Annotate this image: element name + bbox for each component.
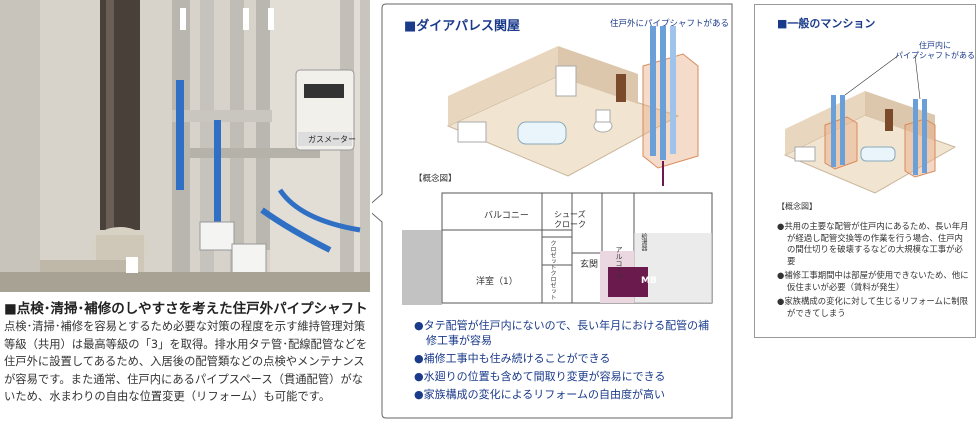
middle-pipe-note: 住戸外にパイプシャフトがある [610,19,730,29]
general-room-illustration [783,55,957,194]
pipe-shaft-illustration [0,0,370,292]
caption-title: ■点検･清掃･補修のしやすさを考えた住戸外パイプシャフト [4,301,368,317]
room-genkan: 玄関 [580,260,599,270]
room-western-1: 洋室（1） [476,277,518,287]
pipe-shaft-photo: ガスメーター [0,0,370,292]
general-mansion-panel: ■一般のマンション 住戸内に パイプシャフトがある 【概念図】 ●共用の主要な配… [754,4,976,338]
room-water-heater: 給湯器 [640,233,647,251]
right-bullet: ●家族構成の変化に対して生じるリフォームに制限ができてしまう [777,296,969,318]
caption-body: 点検･清掃･補修を容易とするため必要な対策の程度を示す維持管理対策等級（共用）は… [4,320,368,403]
middle-bullets: ●タテ配管が住戸内にないので、長い年月における配管の補修工事が容易 ●補修工事中… [414,318,714,402]
middle-bullet: ●水廻りの位置も含めて間取り変更が容易にできる [414,370,666,383]
right-pipe-note: 住戸内に パイプシャフトがある [895,41,975,60]
middle-concept-label: 【概念図】 [414,174,457,184]
right-bullets: ●共用の主要な配管が住戸内にあるため、長い年月が経過し配管交換等の作業を行う場合… [777,221,969,319]
room-closet-1: クロゼット [549,240,556,270]
gas-meter-label: ガスメーター [308,135,356,144]
right-bullet: ●補修工事期間中は部屋が使用できないため、他に仮住まいが必要（賃料が発生） [777,270,969,292]
middle-title: ■ダイアパレス関屋 [404,19,521,34]
middle-bullet: ●家族構成の変化によるリフォームの自由度が高い [414,388,665,401]
room-3d-illustration [446,26,699,186]
middle-bullet: ●補修工事中も住み続けることができる [414,352,611,365]
middle-bullet: ●タテ配管が住戸内にないので、長い年月における配管の補修工事が容易 [414,319,710,347]
room-balcony: バルコニー [484,211,529,221]
right-bullet: ●共用の主要な配管が住戸内にあるため、長い年月が経過し配管交換等の作業を行う場合… [777,221,969,266]
room-closet-2: クロゼット [549,270,556,300]
diapalace-panel: ■ダイアパレス関屋 住戸外にパイプシャフトがある 【概念図】 [372,0,736,422]
room-shoes-cloak: シューズ クローク [554,210,586,229]
right-concept-label: 【概念図】 [777,202,817,211]
mb-label: MB [641,276,657,286]
floor-plan [402,192,713,305]
room-alcove: アルコーブ [615,246,623,281]
right-title: ■一般のマンション [777,17,876,30]
